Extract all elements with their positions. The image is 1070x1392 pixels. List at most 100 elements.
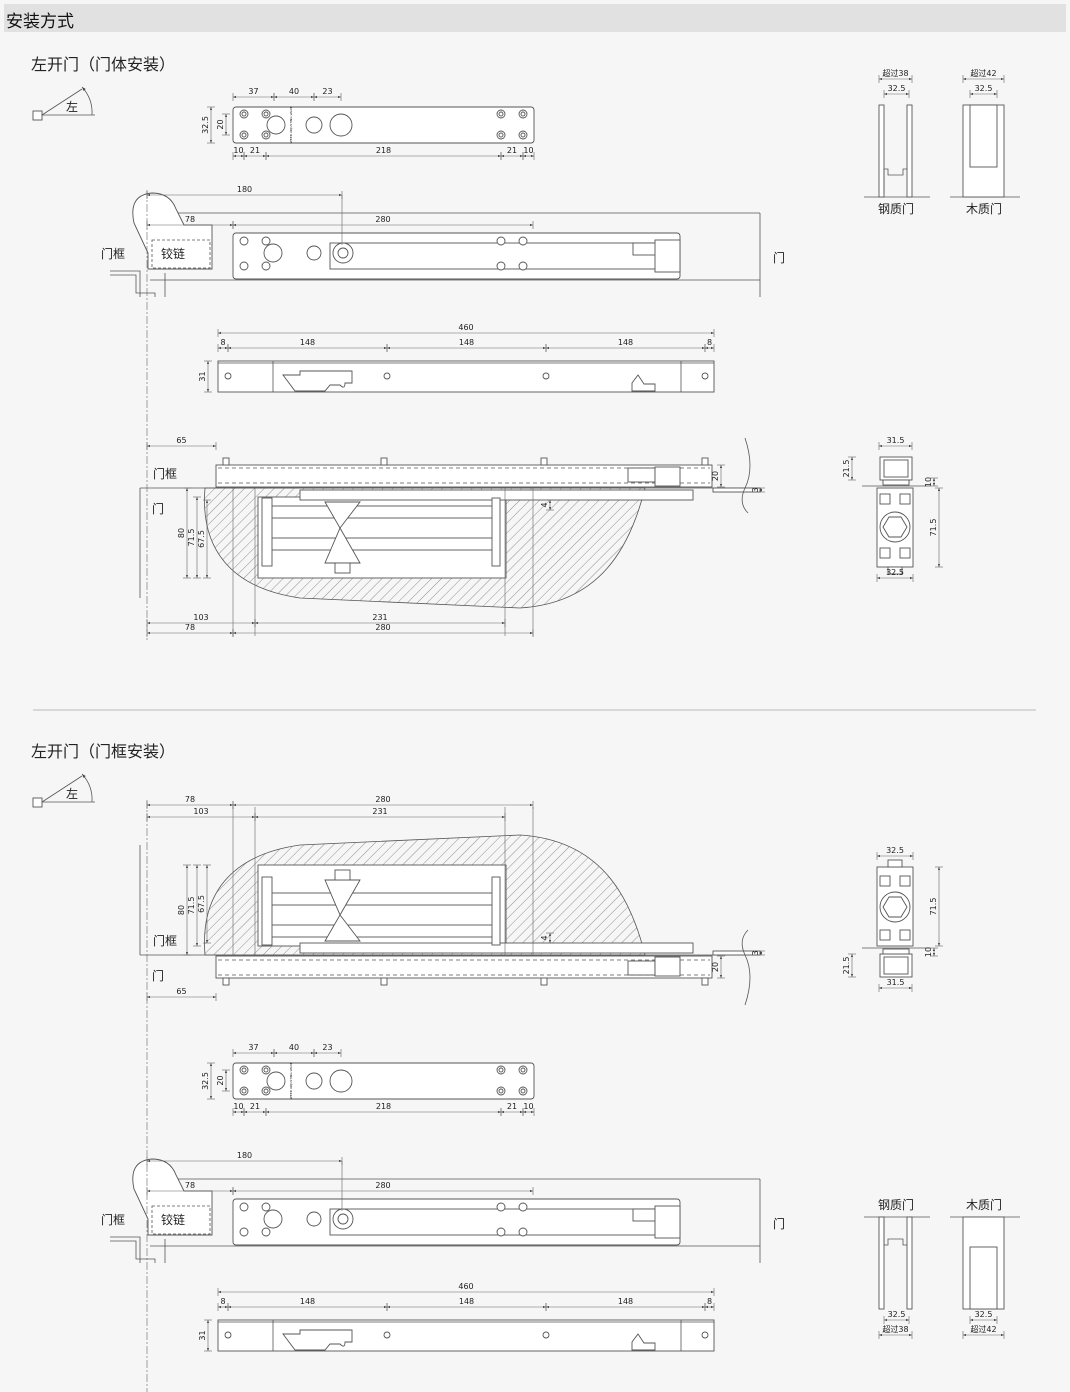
- door-label: 门: [773, 250, 785, 265]
- dim-32-5: 32.5: [876, 568, 914, 582]
- mounting-hole: [261, 1227, 271, 1237]
- dim-231: 231: [254, 807, 506, 821]
- valve-stamp: SPEED ADJUSTING VALVE: [289, 1062, 293, 1100]
- dim-bar-3-label: 148: [618, 1297, 633, 1306]
- corner-block: [879, 493, 891, 505]
- steel-channel: [883, 1220, 907, 1246]
- dim-32-5: 32.5: [201, 106, 215, 144]
- dim-bar-2-label: 148: [459, 1297, 474, 1306]
- dim-71-5: 71.5: [929, 487, 943, 568]
- closer-end-left: [261, 497, 273, 567]
- dim-31: 31: [198, 1319, 212, 1352]
- dim-32-5-label: 32.5: [975, 84, 993, 93]
- dim-40: 40: [273, 87, 315, 101]
- dim-20-label: 20: [711, 471, 720, 481]
- mounting-hole-inner: [498, 1088, 504, 1094]
- dim-bottom-3-label: 21: [507, 146, 517, 155]
- dim-bar-0-label: 8: [220, 1297, 225, 1306]
- speed-valve-1: [263, 243, 283, 263]
- dim-bottom-0: 10: [232, 146, 245, 160]
- dim-over-42: 超过42: [962, 68, 1005, 83]
- speed-valve-2: [305, 116, 323, 134]
- direction-label: 左: [66, 99, 78, 114]
- dim-4: 4: [540, 499, 554, 511]
- mounting-hole-inner: [241, 1067, 247, 1073]
- dim-103: 103: [146, 807, 256, 821]
- mounting-hole-inner: [241, 132, 247, 138]
- hinge-label: 铰链: [161, 1212, 185, 1227]
- dim-460: 460: [217, 1282, 715, 1296]
- dim-71-5: 71.5: [929, 866, 943, 947]
- mounting-hole: [239, 236, 249, 246]
- hinge-square-icon: [32, 110, 43, 121]
- hinge-label-box: [151, 1205, 211, 1235]
- dim-bar-0: 8: [217, 338, 229, 352]
- mounting-hole: [518, 1227, 528, 1237]
- dim-over-38-label: 超过38: [882, 68, 908, 78]
- dim-3: 3: [751, 487, 765, 493]
- break-line: [741, 929, 751, 1006]
- dim-32-5-label: 32.5: [201, 116, 210, 134]
- dim-23-label: 23: [322, 1043, 332, 1052]
- door-label: 门: [152, 968, 164, 983]
- adjust-nut: [334, 562, 351, 574]
- dim-80: 80: [177, 864, 191, 956]
- track-base: [882, 479, 910, 486]
- spindle-inner: [337, 1213, 349, 1225]
- dim-over-42: 超过42: [962, 1324, 1005, 1339]
- spindle-inner: [337, 247, 349, 259]
- dim-78-label: 78: [185, 795, 195, 804]
- bar-hole: [542, 1331, 550, 1339]
- track-end-inner: [883, 459, 909, 478]
- dim-37-label: 37: [248, 1043, 258, 1052]
- latch-mechanism: [282, 370, 353, 392]
- dim-65-label: 65: [176, 987, 186, 996]
- cam-mechanism: [324, 501, 361, 564]
- dim-bar-0: 8: [217, 1297, 229, 1311]
- dim-over-38-label: 超过38: [882, 1324, 908, 1334]
- dim-32-5: 32.5: [883, 1310, 910, 1324]
- bar-hole: [701, 372, 709, 380]
- dim-231-label: 231: [372, 807, 387, 816]
- door-frame-profile: [110, 270, 166, 297]
- dim-31-5-label: 31.5: [887, 978, 905, 987]
- mounting-hole: [496, 261, 506, 271]
- track-slider: [627, 467, 656, 483]
- dim-280-label: 280: [375, 795, 390, 804]
- track-tab: [701, 457, 709, 466]
- bar-hole: [224, 372, 232, 380]
- dim-20: 20: [216, 1069, 230, 1092]
- mounting-hole: [261, 236, 271, 246]
- dim-21-5: 21.5: [842, 456, 856, 481]
- dim-3-label: 3: [751, 487, 760, 492]
- dim-4: 4: [540, 932, 554, 944]
- dim-32-5-label: 32.5: [888, 84, 906, 93]
- dim-78-label: 78: [185, 215, 195, 224]
- track-base: [882, 948, 910, 955]
- dim-67-5-label: 67.5: [197, 895, 206, 913]
- steel-channel: [883, 168, 907, 194]
- cam-mechanism: [324, 879, 361, 942]
- dim-40-label: 40: [289, 87, 299, 96]
- dim-32-5-label: 32.5: [886, 846, 904, 855]
- mounting-hole-inner: [263, 111, 269, 117]
- corner-block: [879, 547, 891, 559]
- speed-valve-1: [266, 1071, 286, 1091]
- mounting-hole-inner: [498, 111, 504, 117]
- spring-rail: [269, 924, 496, 938]
- spindle-hole: [329, 1069, 353, 1093]
- dim-bar-2: 148: [386, 1297, 547, 1311]
- dim-32-5: 32.5: [201, 1062, 215, 1100]
- dim-bottom-3: 21: [500, 146, 524, 160]
- dim-20-label: 20: [216, 119, 225, 129]
- swing-arc-icon: [81, 86, 93, 116]
- dim-21-5-label: 21.5: [842, 460, 851, 478]
- hex-spindle-icon: [882, 896, 908, 918]
- dim-37: 37: [232, 87, 275, 101]
- dim-31-5-label: 31.5: [887, 436, 905, 445]
- dim-280-label: 280: [375, 623, 390, 632]
